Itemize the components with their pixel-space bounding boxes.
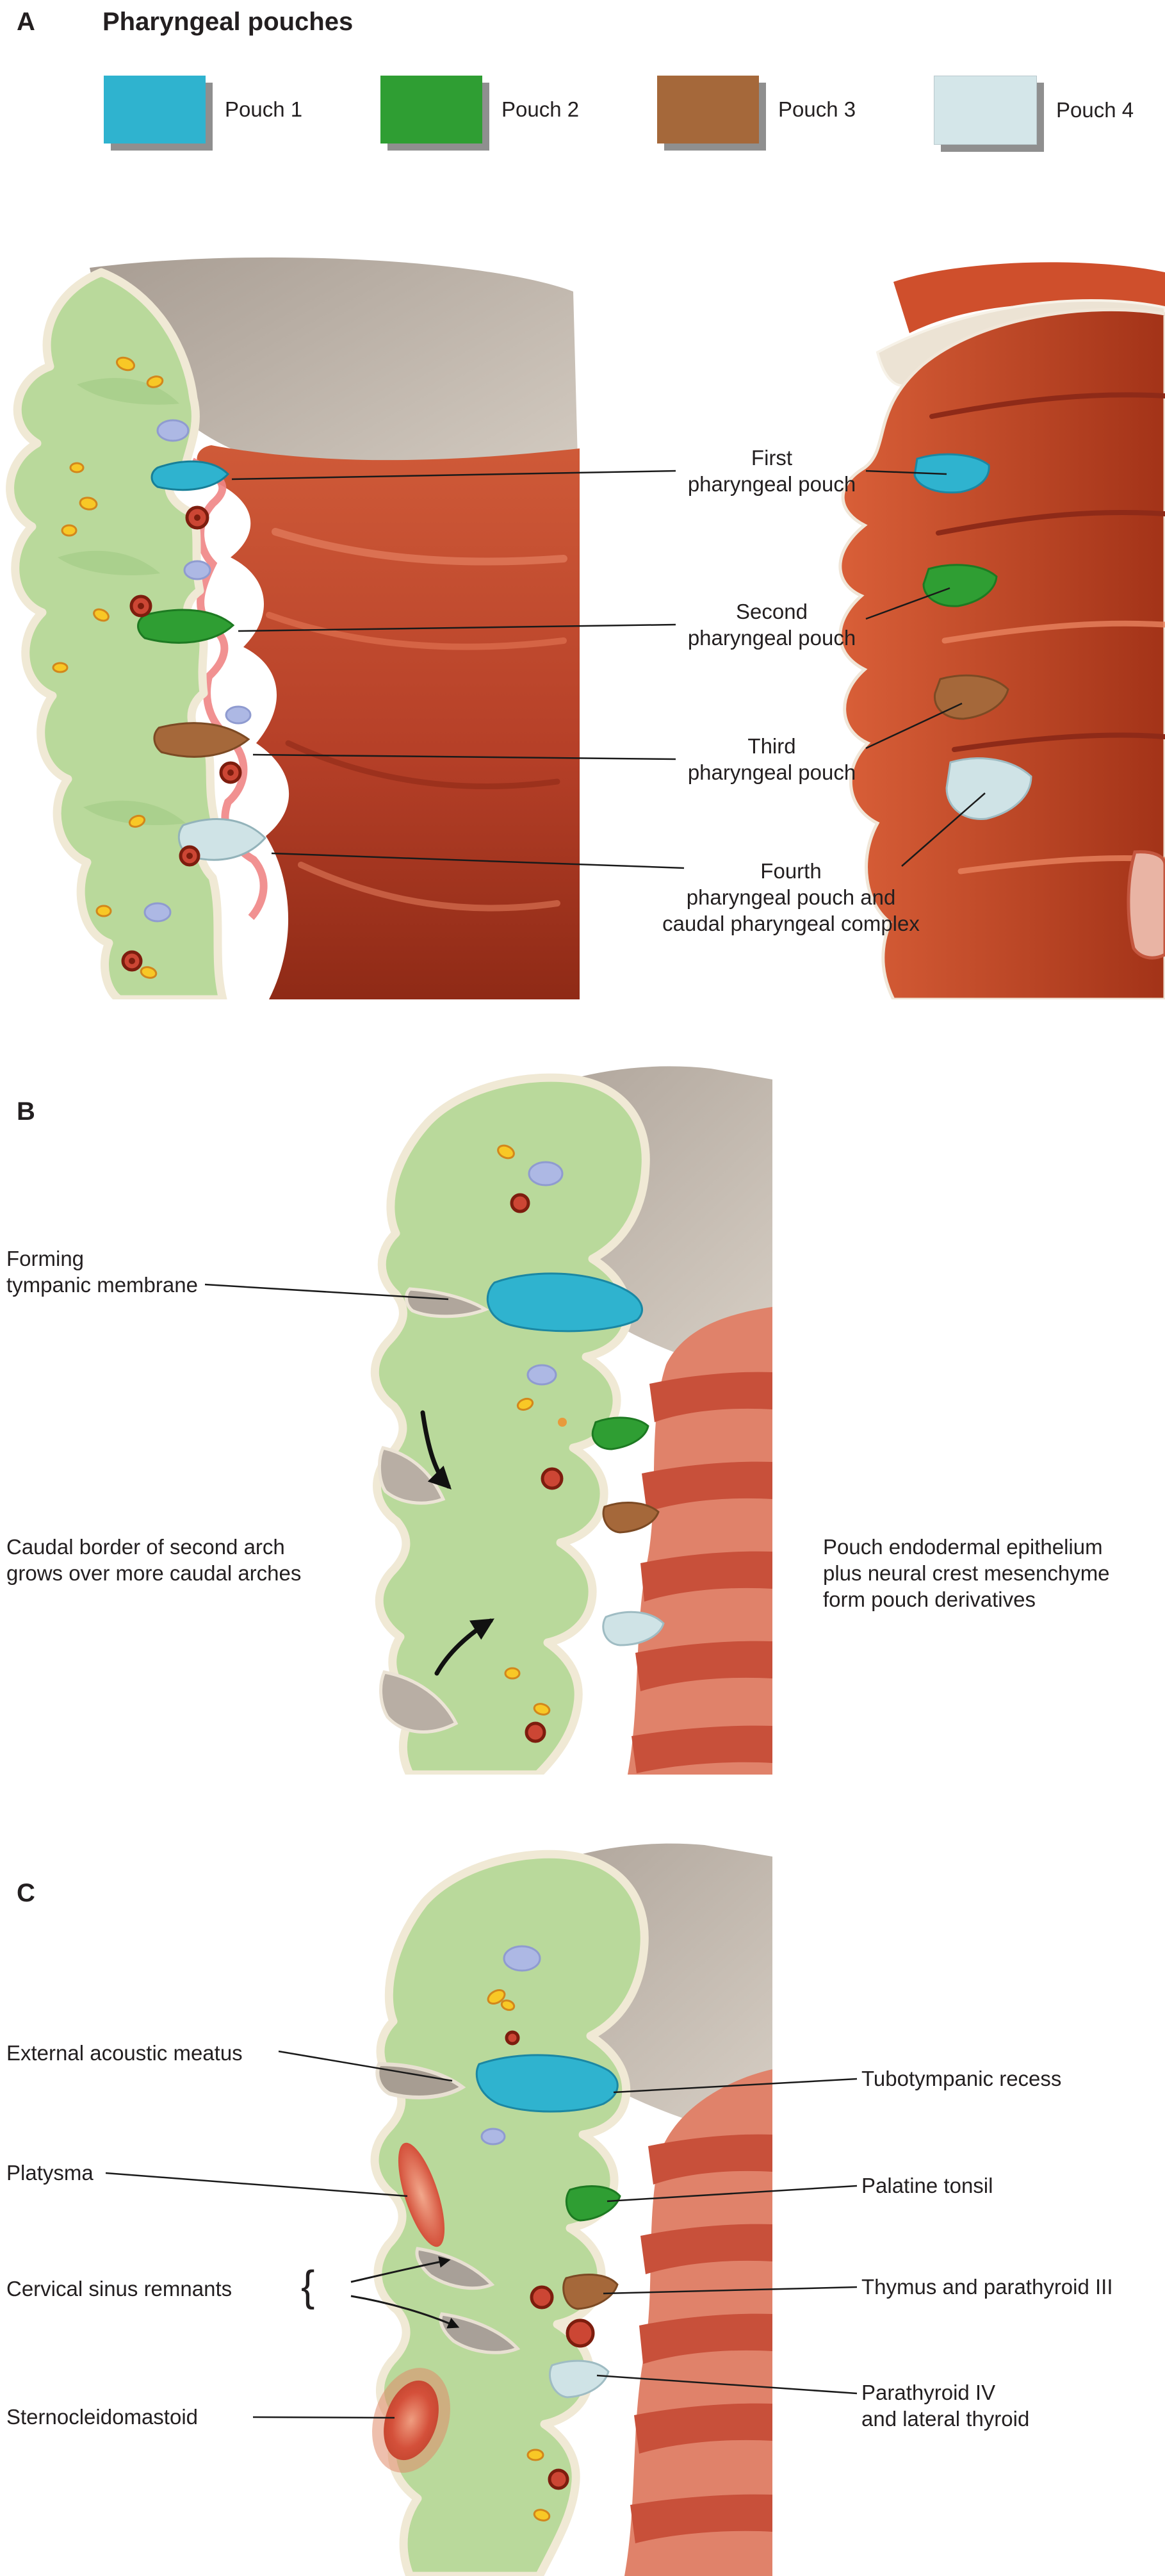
left-embryo-section	[6, 257, 580, 999]
thymus-parathyroid-iii-shape	[562, 2274, 619, 2310]
label-second-pharyngeal-pouch: Second pharyngeal pouch	[687, 600, 856, 650]
tympanic-cleft-gray	[405, 1287, 489, 1318]
legend-item-pouch-1: Pouch 1	[104, 76, 302, 144]
pouch-1-patch	[913, 453, 990, 494]
right-pharynx-internal-view	[838, 262, 1165, 999]
pouch-1-region	[151, 460, 230, 491]
cut-edge-pink	[1127, 850, 1165, 960]
pouch-4-patch	[945, 757, 1032, 820]
cell-dots-lavender	[143, 419, 252, 923]
parathyroid-iv-shape	[548, 2359, 610, 2399]
panel-c-illustration	[105, 1843, 858, 2576]
legend-item-pouch-4: Pouch 4	[934, 76, 1134, 145]
pouch-4-label: Pouch 4	[1056, 98, 1134, 122]
legend-item-pouch-3: Pouch 3	[657, 76, 856, 144]
pouch-2-region	[137, 609, 235, 644]
pouch-3-region	[153, 722, 250, 758]
pouch-4-swatch	[934, 76, 1037, 145]
pouch-2-label: Pouch 2	[501, 97, 580, 121]
pouch-4-b	[602, 1611, 665, 1646]
leader-lines-panel-c	[105, 2050, 858, 2419]
red-tissue-streaks	[266, 528, 567, 912]
label-fourth-pharyngeal-pouch: Fourth pharyngeal pouch and caudal phary…	[662, 859, 920, 935]
tubotympanic-recess-shape	[475, 2054, 619, 2113]
label-tubotympanic-recess: Tubotympanic recess	[861, 2067, 1062, 2090]
pharyngeal-somite-bands-c	[624, 2069, 772, 2576]
label-cervical-sinus-remnants: Cervical sinus remnants	[6, 2277, 232, 2301]
panel-b-illustration	[204, 1066, 772, 1775]
panel-a-illustration	[6, 257, 1165, 999]
pouch-3-b	[602, 1502, 660, 1534]
arrow-second-arch-down	[420, 1410, 452, 1489]
cell-dots-red	[121, 505, 242, 972]
label-third-pharyngeal-pouch: Third pharyngeal pouch	[687, 734, 856, 784]
pouch-1-label: Pouch 1	[225, 97, 303, 121]
pouch-1-swatch	[104, 76, 206, 144]
label-pouch-endoderm: Pouch endodermal epithelium plus neural …	[823, 1535, 1110, 1611]
pouch-4-region	[177, 818, 267, 861]
label-palatine-tonsil: Palatine tonsil	[861, 2174, 993, 2197]
cell-dots-b	[497, 1144, 567, 1743]
cell-dots-yellow	[52, 356, 164, 979]
pouch-2-b	[591, 1416, 649, 1450]
figure-title: Pharyngeal pouches	[102, 8, 354, 36]
panel-c-letter: C	[17, 1879, 35, 1907]
label-external-acoustic-meatus: External acoustic meatus	[6, 2041, 243, 2065]
arrow-caudal-up	[434, 1618, 494, 1676]
legend-item-pouch-2: Pouch 2	[380, 76, 579, 144]
pharyngeal-somite-bands	[628, 1307, 772, 1775]
pouch-1-b	[486, 1272, 643, 1333]
arrow-cervical-sinus-1	[350, 2256, 451, 2283]
pouch-3-swatch	[657, 76, 759, 144]
label-thymus-parathyroid-iii: Thymus and parathyroid III	[861, 2275, 1113, 2299]
intersegmental-gray-wedges	[377, 1446, 459, 1734]
label-platysma: Platysma	[6, 2161, 94, 2185]
pharynx-roof-red	[893, 262, 1165, 333]
label-first-pharyngeal-pouch: First pharyngeal pouch	[687, 446, 856, 496]
label-caudal-border: Caudal border of second arch grows over …	[6, 1535, 302, 1585]
sternocleidomastoid-shape	[372, 2368, 450, 2473]
leader-forming-tympanic	[204, 1283, 449, 1300]
panel-a-letter: A	[17, 8, 35, 36]
pouch-3-label: Pouch 3	[778, 97, 856, 121]
label-parathyroid-iv: Parathyroid IV and lateral thyroid	[861, 2381, 1030, 2431]
pouch-2-patch	[922, 564, 998, 607]
label-forming-tympanic-membrane: Forming tympanic membrane	[6, 1247, 198, 1297]
label-sternocleidomastoid: Sternocleidomastoid	[6, 2405, 198, 2429]
green-shading	[58, 378, 186, 826]
arrow-cervical-sinus-2	[350, 2295, 460, 2329]
pouch-2-swatch	[380, 76, 482, 144]
cervical-sinus-remnant-shapes	[415, 2247, 521, 2354]
cervical-sinus-brace: {	[301, 2261, 315, 2310]
platysma-shape	[398, 2142, 445, 2247]
panel-b-letter: B	[17, 1097, 35, 1126]
cell-dots-c	[480, 1945, 595, 2522]
leader-lines-panel-a	[231, 470, 986, 869]
growth-arrows	[420, 1410, 494, 1676]
palatine-tonsil-shape	[565, 2185, 621, 2222]
pharyngeal-wall-green-b	[370, 1073, 650, 1775]
